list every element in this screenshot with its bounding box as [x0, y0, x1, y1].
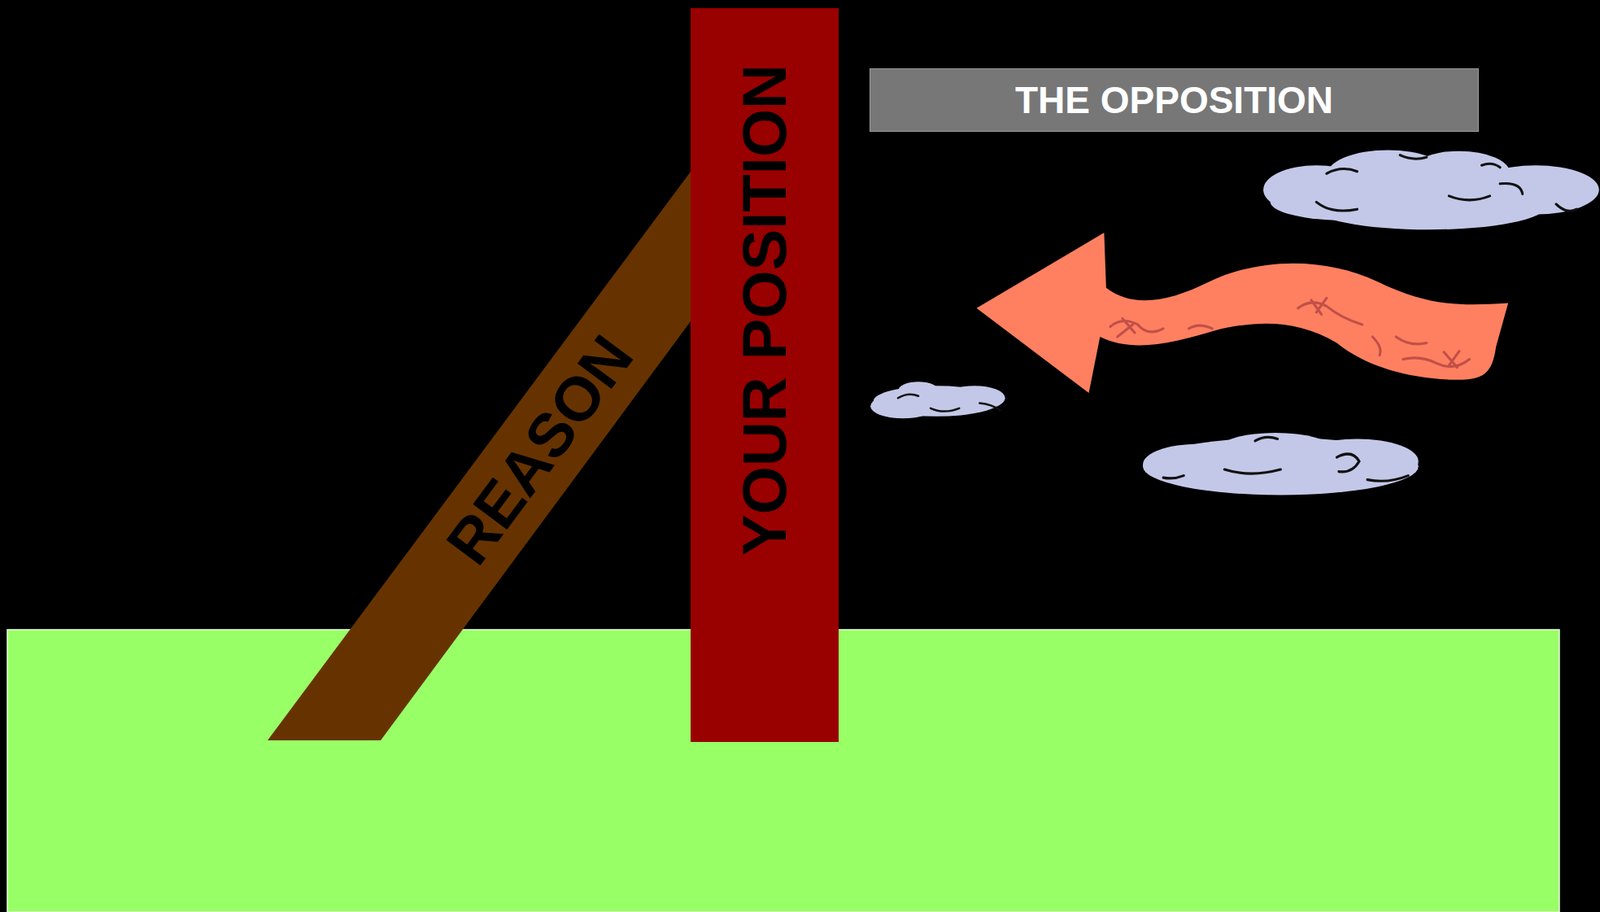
- cloud: [870, 381, 1006, 419]
- cloud: [1142, 432, 1419, 496]
- reason-plank: REASON: [267, 171, 691, 741]
- node-label: REASON: [436, 324, 645, 574]
- node-label: THE OPPOSITION: [1015, 81, 1334, 119]
- wind-arrow: [976, 232, 1509, 393]
- node-label: YOUR POSITION: [733, 64, 796, 556]
- wind-illustration: [870, 149, 1600, 495]
- position-pillar: YOUR POSITION: [690, 8, 839, 742]
- plank-fill: [267, 171, 691, 741]
- arrow-texture: [1110, 297, 1470, 367]
- opposition-box: THE OPPOSITION: [869, 68, 1479, 132]
- plank-shape: [267, 171, 691, 741]
- cloud: [1263, 149, 1600, 230]
